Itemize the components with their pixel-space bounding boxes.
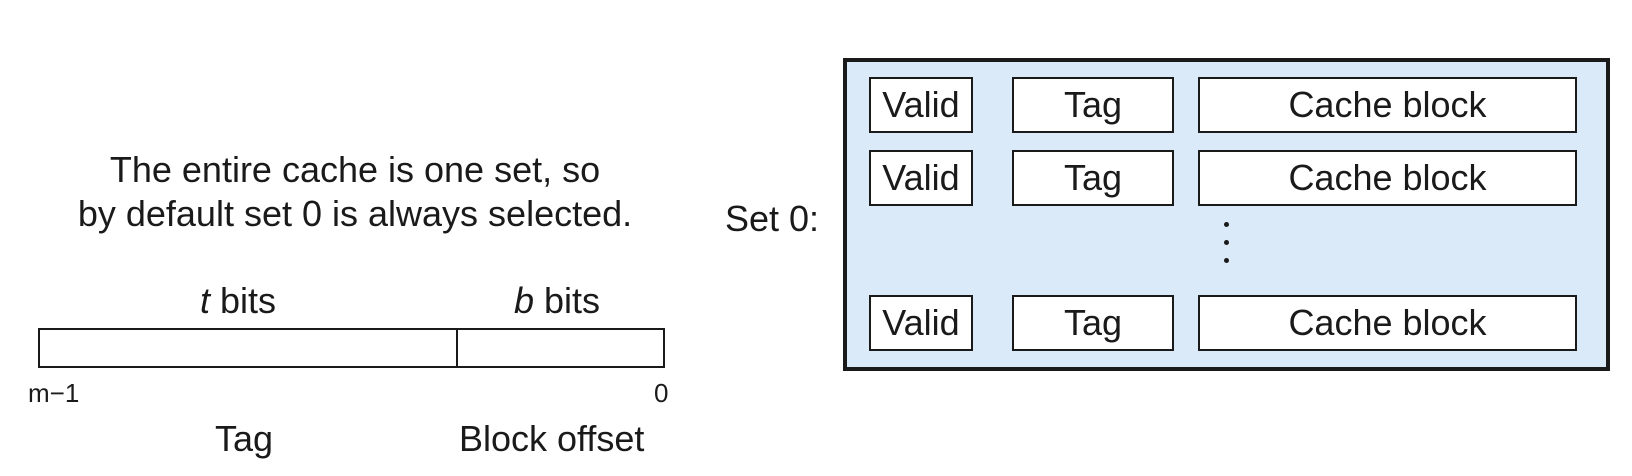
caption-line-2: by default set 0 is always selected. [77,193,633,234]
valid-bit-cell: Valid [869,77,973,133]
bit-high-index: m−1 [28,378,80,408]
t-bits-label: t bits [200,280,276,322]
cache-block-cell: Cache block [1198,295,1577,351]
b-bits-label: b bits [514,280,600,322]
cache-set: Valid Tag Cache block Valid Tag Cache bl… [843,58,1610,371]
cache-block-cell: Cache block [1198,77,1577,133]
cache-block-cell: Cache block [1198,150,1577,206]
t-variable: t [200,280,211,321]
tag-cell: Tag [1012,295,1174,351]
caption-line-1: The entire cache is one set, so [109,149,601,190]
b-bits-suffix: bits [534,280,601,321]
tag-cell: Tag [1012,77,1174,133]
address-field-divider [456,330,458,366]
valid-bit-cell: Valid [869,295,973,351]
set-label: Set 0: [725,198,820,239]
bit-low-index: 0 [654,378,669,408]
valid-bit-cell: Valid [869,150,973,206]
b-variable: b [514,280,535,321]
block-offset-field-label: Block offset [459,418,645,459]
caption: The entire cache is one set, so by defau… [30,148,680,236]
address-format-box [38,328,665,368]
tag-cell: Tag [1012,150,1174,206]
t-bits-suffix: bits [210,280,277,321]
vertical-ellipsis-icon [1224,222,1230,276]
tag-field-label: Tag [215,418,274,459]
